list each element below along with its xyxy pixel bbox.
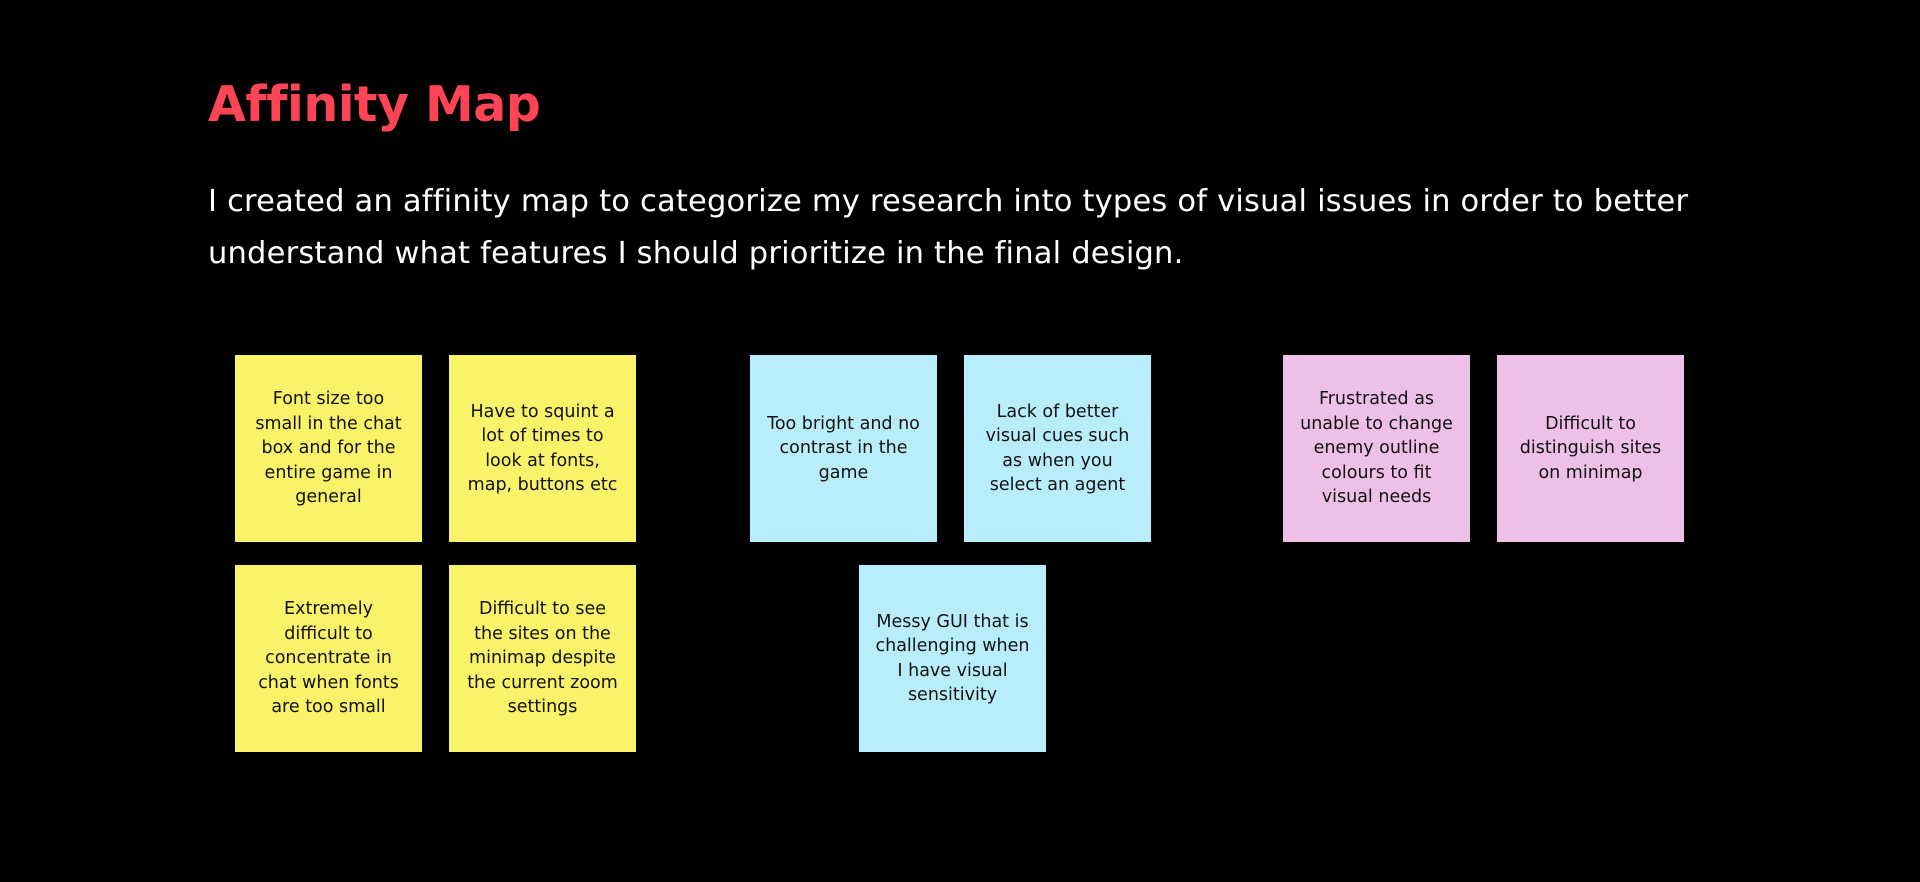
sticky-note: Messy GUI that is challenging when I hav… [859, 565, 1046, 752]
sticky-note-text: Have to squint a lot of times to look at… [467, 401, 618, 496]
intro-paragraph: I created an affinity map to categorize … [208, 184, 1689, 271]
sticky-note-text: Too bright and no contrast in the game [767, 413, 920, 483]
sticky-note-text: Frustrated as unable to change enemy out… [1300, 389, 1453, 508]
sticky-note: Extremely difficult to concentrate in ch… [235, 565, 422, 752]
page-title: Affinity Map [208, 76, 541, 133]
sticky-note-text: Lack of better visual cues such as when … [985, 401, 1130, 496]
sticky-note-text: Extremely difficult to concentrate in ch… [258, 599, 399, 718]
sticky-note: Font size too small in the chat box and … [235, 355, 422, 542]
sticky-note-text: Difficult to see the sites on the minima… [467, 599, 618, 718]
sticky-note: Lack of better visual cues such as when … [964, 355, 1151, 542]
sticky-note-text: Difficult to distinguish sites on minima… [1519, 413, 1662, 483]
sticky-note-text: Font size too small in the chat box and … [255, 389, 402, 508]
sticky-note: Difficult to see the sites on the minima… [449, 565, 636, 752]
sticky-note-text: Messy GUI that is challenging when I hav… [875, 611, 1030, 706]
sticky-note: Difficult to distinguish sites on minima… [1497, 355, 1684, 542]
sticky-note: Have to squint a lot of times to look at… [449, 355, 636, 542]
sticky-note: Frustrated as unable to change enemy out… [1283, 355, 1470, 542]
sticky-note: Too bright and no contrast in the game [750, 355, 937, 542]
